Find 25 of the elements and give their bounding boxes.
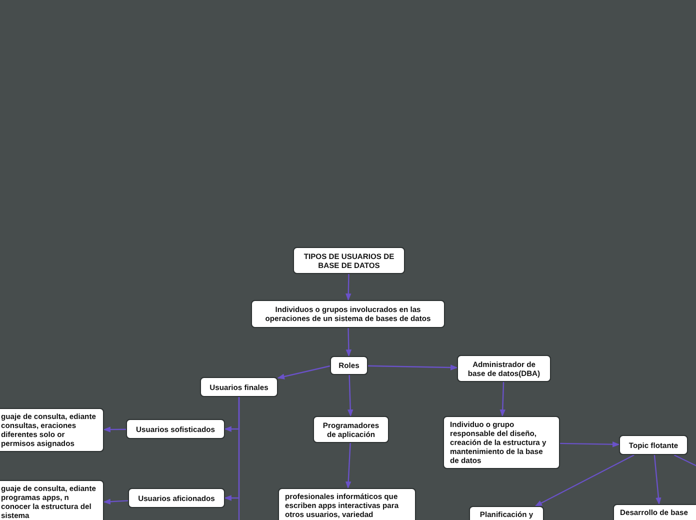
topic-box	[330, 356, 368, 375]
topic-box	[293, 247, 405, 274]
topic-box	[443, 416, 560, 469]
topic-box	[313, 416, 389, 443]
topic-box	[126, 419, 225, 439]
connector-arrow	[103, 498, 128, 504]
connector-arrow	[654, 454, 662, 505]
topic-box	[457, 355, 551, 382]
connector-arrow	[345, 442, 352, 489]
connector-arrow	[534, 454, 634, 507]
topic-box	[200, 377, 278, 397]
connector-arrow	[500, 382, 506, 417]
connector-arrow	[560, 441, 620, 448]
topic-box	[0, 480, 104, 520]
topic-box	[0, 408, 104, 452]
topic-box	[278, 488, 416, 520]
connector-arrow	[346, 274, 352, 301]
topic-box	[251, 300, 445, 328]
connector-arrow	[368, 364, 458, 370]
topic-box	[128, 488, 225, 508]
connector-arrow	[348, 374, 354, 417]
connector-arrow	[103, 426, 126, 432]
connector-arrow	[346, 328, 352, 357]
topic-box	[619, 435, 688, 455]
connector-arrow	[277, 365, 331, 380]
